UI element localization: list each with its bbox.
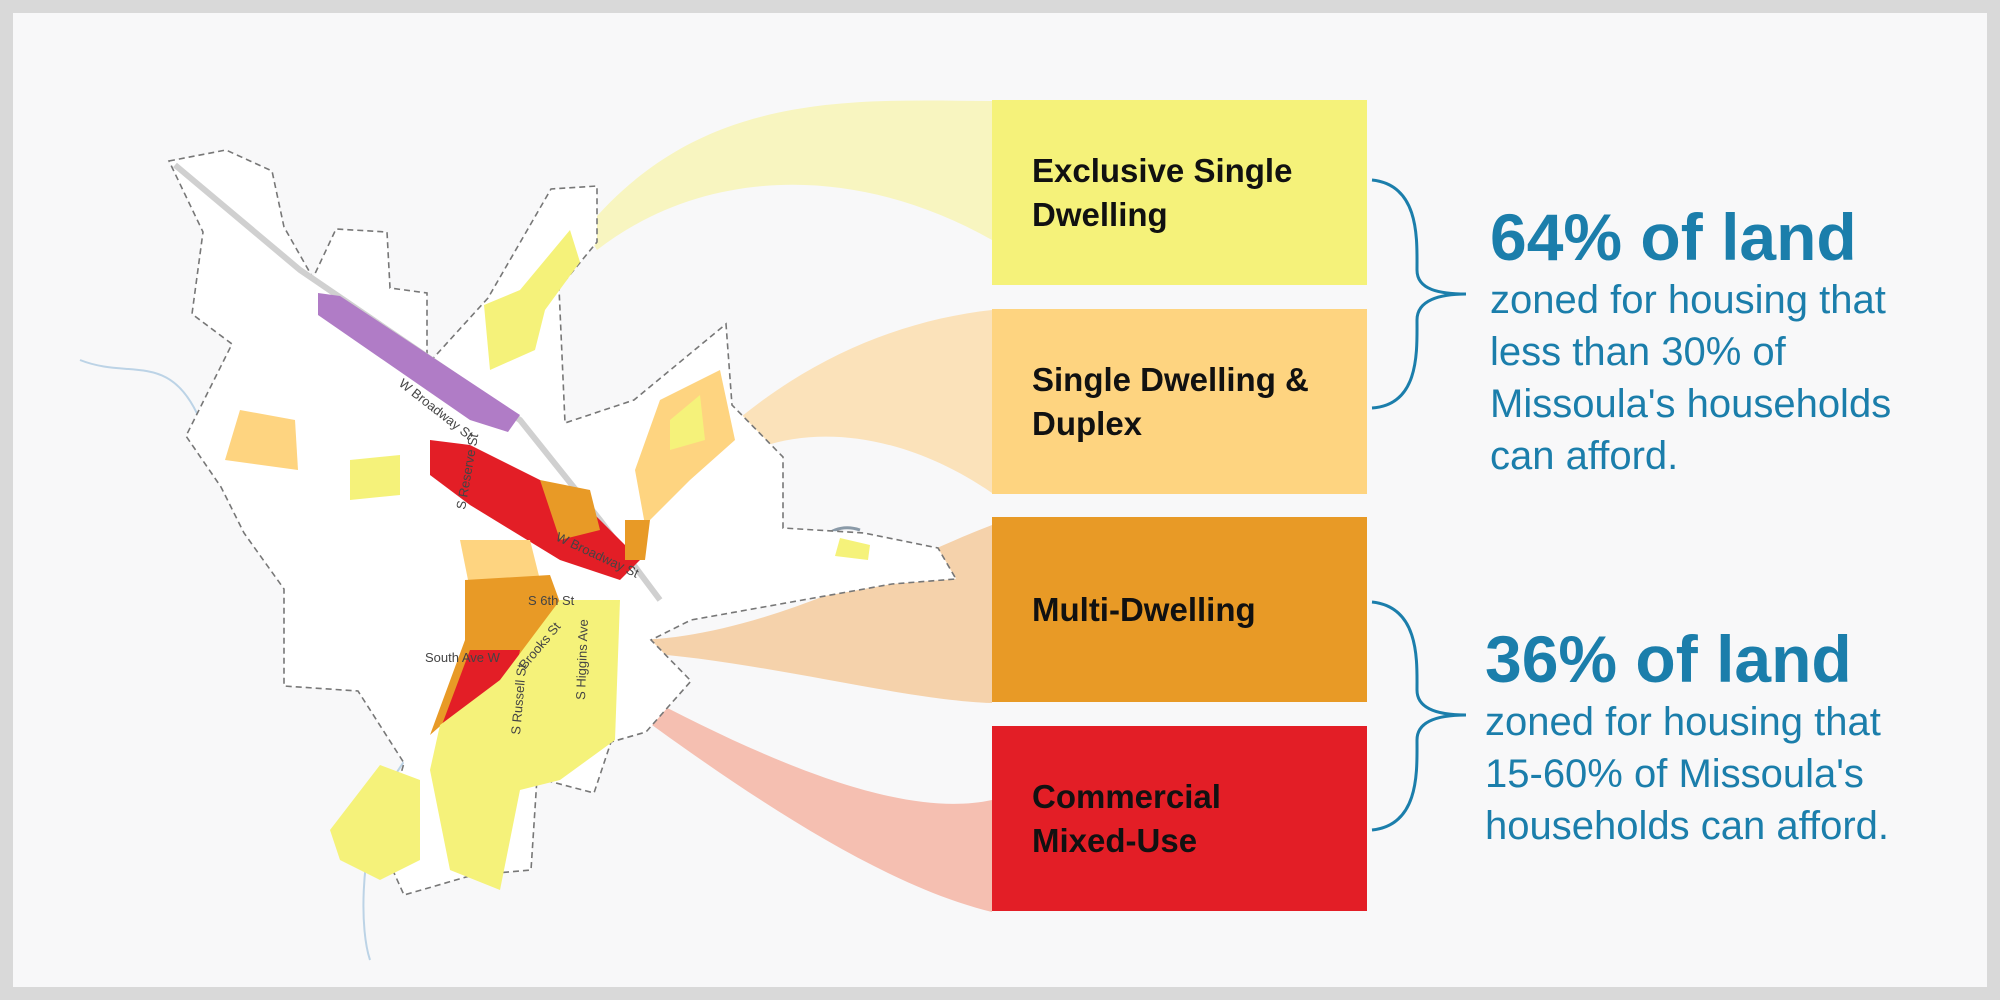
street-label: S Russell St xyxy=(508,663,529,735)
category-single-dwelling-duplex: Single Dwelling & Duplex xyxy=(992,309,1367,494)
brace-top-icon xyxy=(1371,178,1467,410)
category-label: Exclusive Single Dwelling xyxy=(1032,151,1293,233)
fan-commercial xyxy=(590,672,992,912)
stat-body: zoned for housing that less than 30% of … xyxy=(1490,278,1892,478)
zone-lightorange-east xyxy=(635,370,735,525)
zone-orange-central xyxy=(540,480,600,540)
brace-bottom-icon xyxy=(1371,600,1467,832)
street-label: South Ave W xyxy=(425,650,501,665)
category-label: Commercial Mixed-Use xyxy=(1032,777,1221,859)
street-label: S 6th St xyxy=(528,593,575,608)
zone-orange-east xyxy=(625,520,650,560)
zone-lightorange-west xyxy=(225,410,298,470)
street-label: S Higgins Ave xyxy=(573,619,591,700)
zone-red-central xyxy=(430,440,640,580)
stat-headline: 64% of land xyxy=(1490,200,1857,274)
zone-yellow-westmid xyxy=(350,455,400,500)
zone-yellow-river-east xyxy=(835,538,870,560)
zone-yellow-south xyxy=(430,600,620,890)
stat-body: zoned for housing that 15-60% of Missoul… xyxy=(1485,700,1890,848)
stat-64-percent: 64% of land zoned for housing that less … xyxy=(1490,200,1891,482)
fan-single-duplex xyxy=(715,310,992,493)
category-multi-dwelling: Multi-Dwelling xyxy=(992,517,1367,702)
category-label: Single Dwelling & Duplex xyxy=(1032,360,1309,442)
category-label: Multi-Dwelling xyxy=(1032,590,1256,628)
fan-exclusive-single xyxy=(585,100,992,250)
stat-36-percent: 36% of land zoned for housing that 15-60… xyxy=(1485,622,1889,852)
category-exclusive-single-dwelling: Exclusive Single Dwelling xyxy=(992,100,1367,285)
category-commercial-mixed-use: Commercial Mixed-Use xyxy=(992,726,1367,911)
zone-yellow-north xyxy=(484,230,580,370)
stat-headline: 36% of land xyxy=(1485,622,1852,696)
zone-yellow-southwest xyxy=(330,765,420,880)
zone-yellow-east xyxy=(670,395,705,450)
zone-purple xyxy=(318,293,520,432)
